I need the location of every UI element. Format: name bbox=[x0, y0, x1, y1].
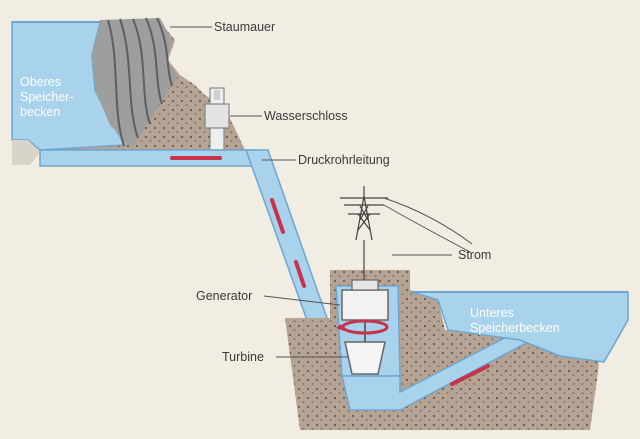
flow-arrow-outlet bbox=[450, 364, 490, 386]
generator-unit bbox=[341, 279, 389, 342]
power-cable-out bbox=[383, 204, 471, 253]
label-upper-reservoir-line1: Oberes bbox=[20, 75, 61, 89]
label-wasserschloss: Wasserschloss bbox=[264, 109, 348, 123]
label-upper-reservoir: Oberes Speicher- becken bbox=[20, 75, 74, 120]
label-lower-reservoir-line2: Speicherbecken bbox=[470, 321, 560, 335]
turbine-unit bbox=[344, 341, 386, 375]
rotation-arrow bbox=[336, 319, 389, 335]
upper-ground bbox=[12, 140, 40, 165]
lower-reservoir bbox=[411, 291, 629, 363]
surge-tank bbox=[204, 87, 230, 151]
headrace-tunnel bbox=[39, 149, 261, 167]
label-turbine: Turbine bbox=[222, 350, 264, 364]
label-druckrohrleitung: Druckrohrleitung bbox=[298, 153, 390, 167]
flow-arrow-penstock-2 bbox=[294, 260, 306, 288]
label-generator: Generator bbox=[196, 289, 253, 303]
leader-lines bbox=[170, 26, 452, 358]
label-strom: Strom bbox=[458, 248, 492, 262]
label-staumauer: Staumauer bbox=[214, 20, 276, 34]
label-upper-reservoir-line3: becken bbox=[20, 105, 61, 119]
label-lower-reservoir: Unteres Speicherbecken bbox=[470, 306, 560, 336]
label-upper-reservoir-line2: Speicher- bbox=[20, 90, 74, 104]
dam-wall bbox=[92, 17, 178, 148]
power-pylon-icon bbox=[340, 186, 388, 241]
flow-arrow-penstock-1 bbox=[270, 198, 285, 234]
label-lower-reservoir-line1: Unteres bbox=[470, 306, 514, 320]
power-cable-out-2 bbox=[383, 197, 473, 245]
